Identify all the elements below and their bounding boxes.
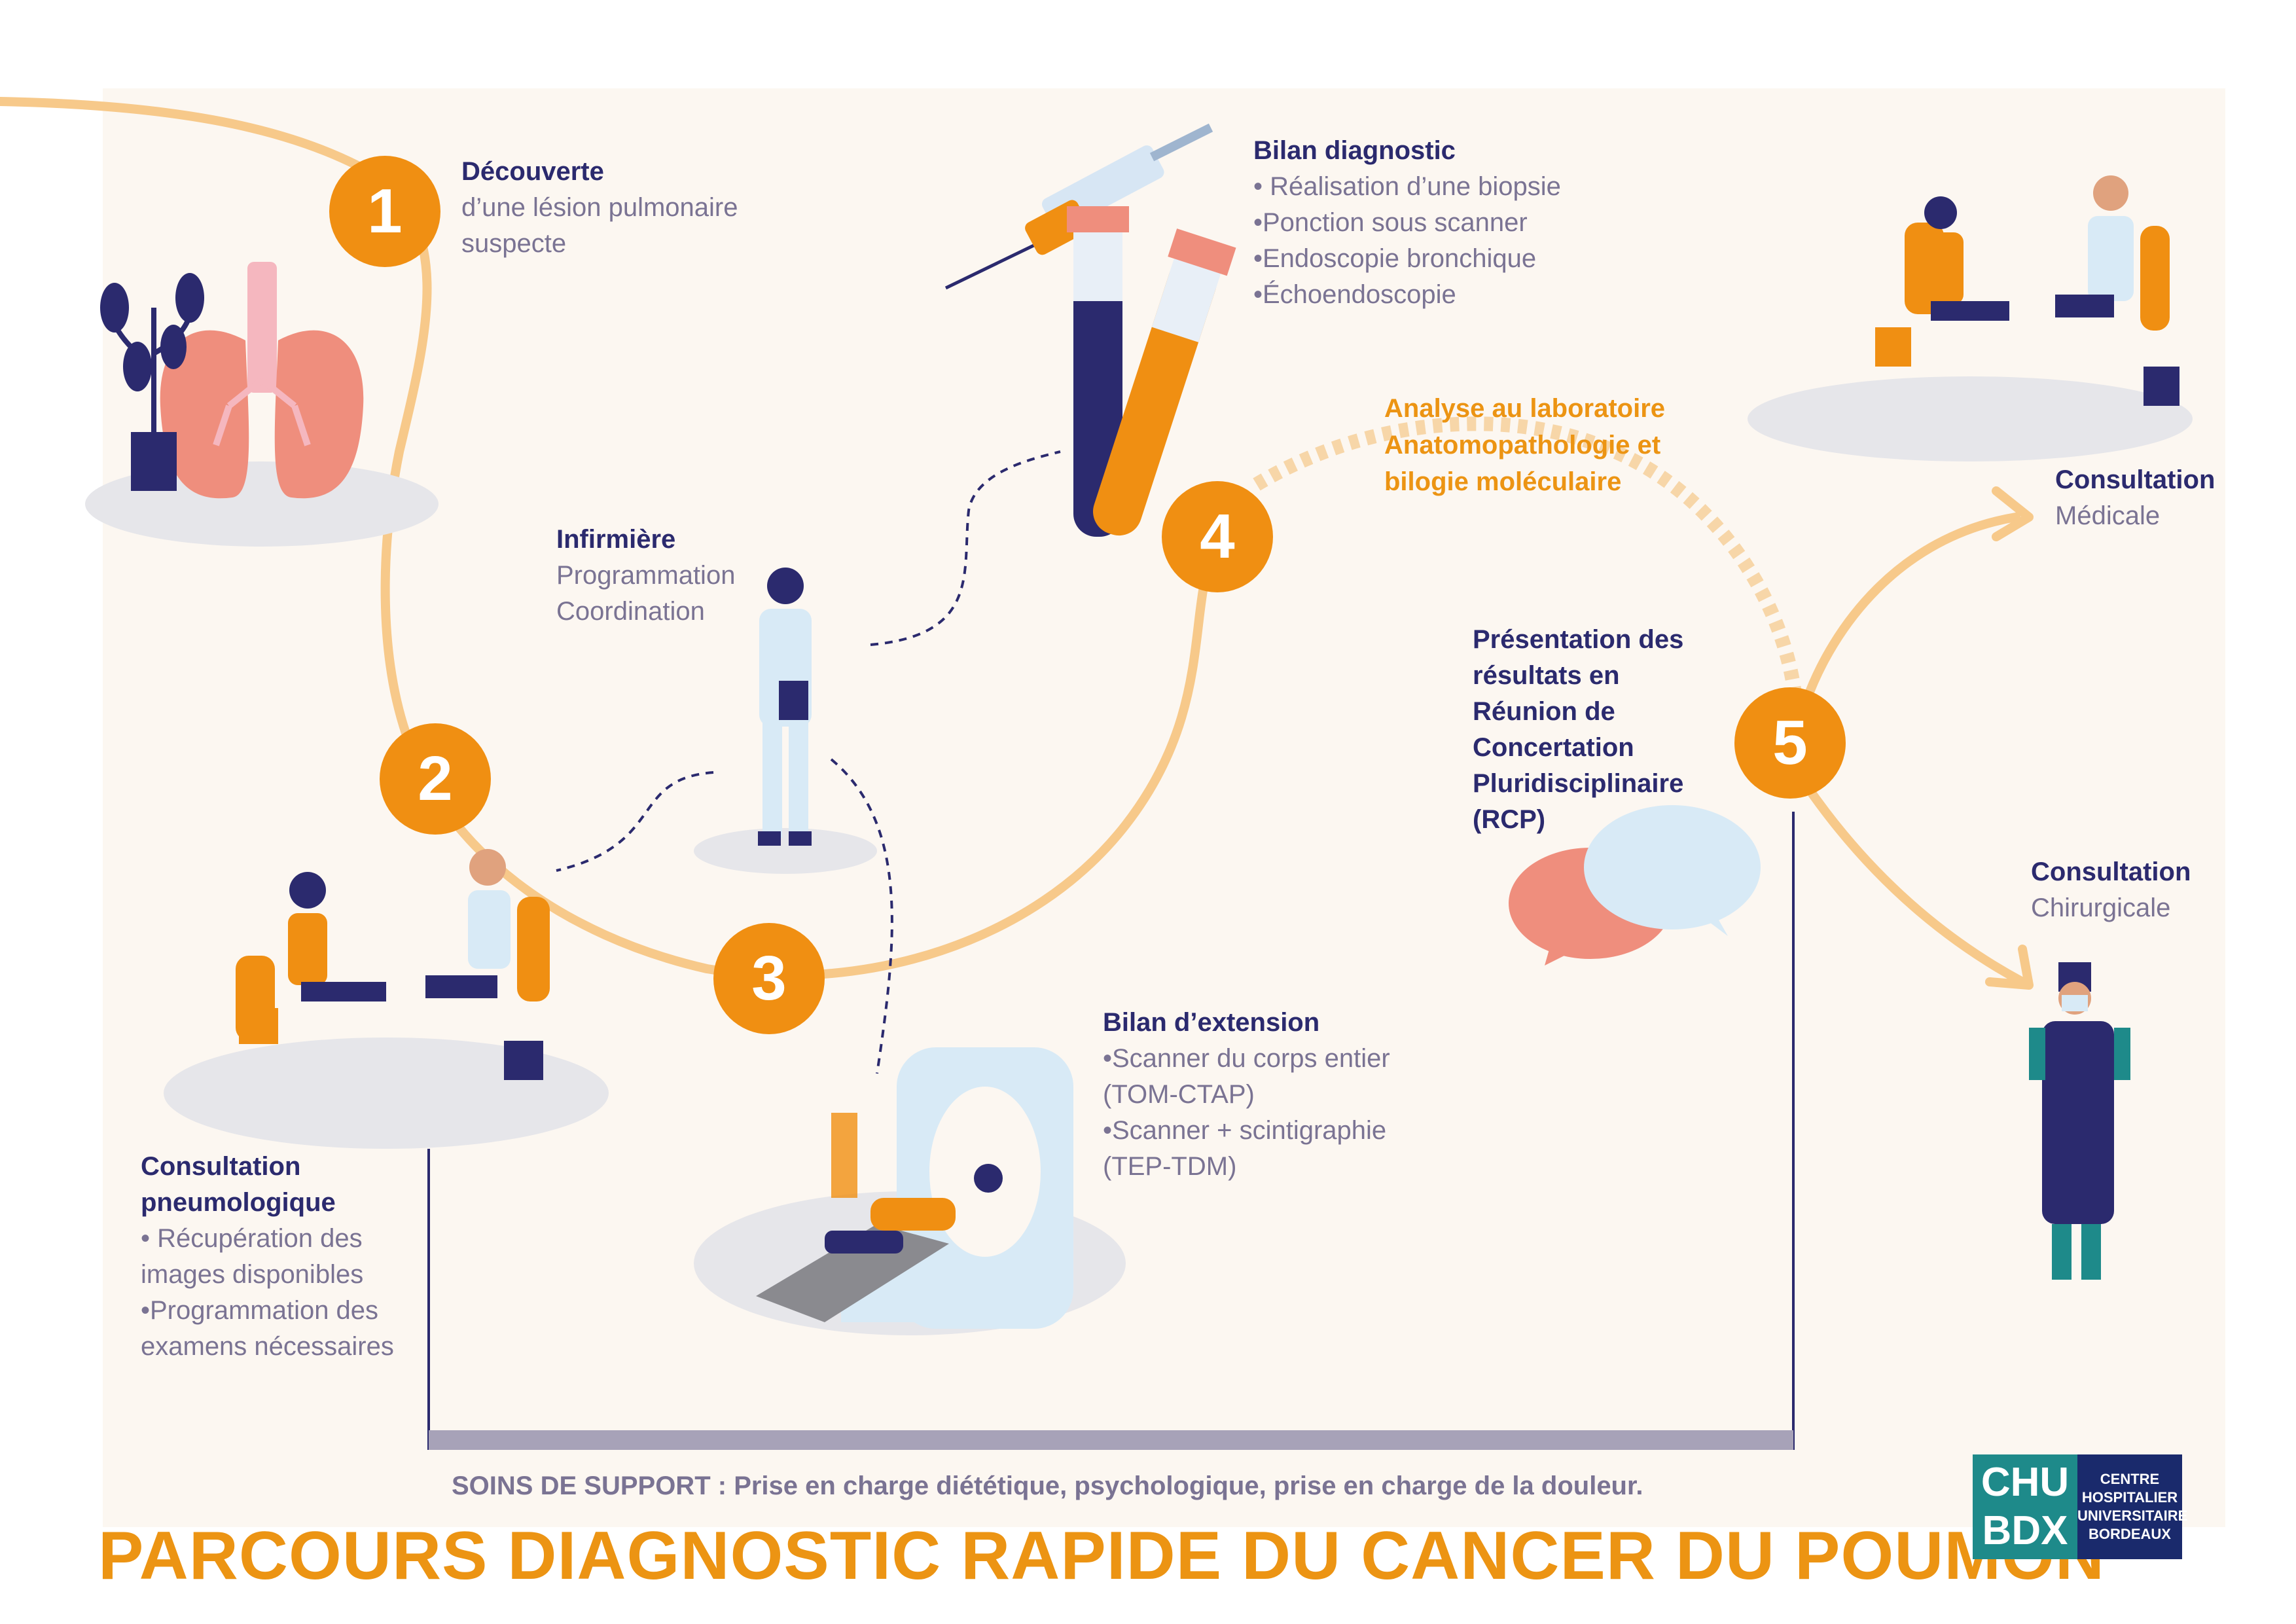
consultation-pneumo-line: •Programmation des [141,1296,379,1325]
chu-bordeaux-logo: CHU BDX CENTRE HOSPITALIER UNIVERSITAIRE… [1973,1454,2188,1559]
support-label: SOINS DE SUPPORT : [452,1471,727,1500]
bilan-extension-line: •Scanner du corps entier [1103,1044,1390,1073]
bilan-extension-line: (TOM-CTAP) [1103,1080,1255,1109]
bilan-diagnostic-line: •Ponction sous scanner [1253,208,1528,237]
nurse-line: Coordination [556,597,705,626]
consultation-medicale-sub: Médicale [2055,501,2161,530]
step-1-heading: Découverte [461,157,604,186]
consultation-chirurgicale-heading: Consultation [2031,857,2191,886]
lab-analysis-line: bilogie moléculaire [1384,467,1622,496]
logo-line: BDX [1982,1508,2068,1553]
support-text: SOINS DE SUPPORT : Prise en charge diété… [452,1471,1643,1501]
consultation-pneumo-heading: pneumologique [141,1188,336,1217]
consultation-pneumo-heading: Consultation [141,1152,301,1181]
nurse-icon [694,568,877,874]
logo-right-line: UNIVERSITAIRE [2077,1507,2188,1524]
page-title: PARCOURS DIAGNOSTIC RAPIDE DU CANCER DU … [98,1518,2105,1594]
nurse-heading: Infirmière [556,525,676,554]
lab-dotted-path [1253,416,1804,714]
rcp-line: (RCP) [1473,805,1546,834]
consultation-medicale-heading: Consultation [2055,465,2215,494]
consultation-medicale-text: Consultation Médicale [2055,462,2215,534]
consultation-pneumo-line: • Récupération des [141,1224,363,1253]
lab-analysis-line: Anatomopathologie et [1384,431,1661,460]
bilan-diagnostic-line: •Échoendoscopie [1253,280,1456,309]
step-1-line: suspecte [461,229,567,258]
step-3-number: 3 [713,923,825,1034]
consultation-chirurgicale-text: Consultation Chirurgicale [2031,854,2191,926]
logo-right-line: HOSPITALIER [2081,1489,2178,1506]
rcp-line: Présentation des [1473,625,1684,654]
bilan-extension-line: (TEP-TDM) [1103,1152,1237,1181]
step-2-number: 2 [380,723,491,835]
bilan-extension-line: •Scanner + scintigraphie [1103,1116,1387,1145]
rcp-text: Présentation des résultats en Réunion de… [1473,622,1683,838]
consultation-pneumo-text: Consultation pneumologique • Récupératio… [141,1149,394,1365]
bilan-extension-text: Bilan d’extension •Scanner du corps enti… [1103,1005,1390,1185]
rcp-line: résultats en [1473,661,1620,690]
speech-bubbles-icon [1509,805,1761,965]
nurse-text: Infirmière Programmation Coordination [556,522,735,630]
bilan-extension-heading: Bilan d’extension [1103,1008,1320,1037]
blood-tube-icon [1067,206,1236,537]
nurse-arrow-2 [556,771,714,872]
logo-line: CHU [1981,1460,2070,1505]
step-4-number: 4 [1162,481,1273,592]
plant-icon [100,273,204,491]
branch-medicale [1802,513,2020,705]
logo-right-line: BORDEAUX [2089,1526,2171,1542]
arrow-icon [1985,945,2034,990]
support-bar [429,1430,1793,1450]
step-1-line: d’une lésion pulmonaire [461,193,738,222]
arrow-icon [1992,486,2034,541]
nurse-arrow-1 [870,450,1061,646]
lab-analysis-text: Analyse au laboratoire Anatomopathologie… [1384,390,1665,500]
consultation-chirurgicale-sub: Chirurgicale [2031,893,2171,922]
rcp-line: Réunion de [1473,697,1615,726]
logo-left-block: CHU BDX [1973,1454,2077,1559]
lab-analysis-line: Analyse au laboratoire [1384,394,1666,423]
branch-chirurgicale [1802,781,2027,986]
step-5-number: 5 [1734,687,1846,799]
bilan-diagnostic-heading: Bilan diagnostic [1253,136,1456,165]
step-1-text: Découverte d’une lésion pulmonaire suspe… [461,154,738,262]
logo-right-line: CENTRE [2100,1471,2160,1487]
rcp-line: Concertation [1473,733,1634,762]
nurse-arrow-3 [830,758,893,1074]
ct-scanner-icon [694,1047,1126,1335]
bilan-diagnostic-text: Bilan diagnostic • Réalisation d’une bio… [1253,133,1561,313]
consultation-pneumo-line: examens nécessaires [141,1332,394,1361]
bilan-diagnostic-line: • Réalisation d’une biopsie [1253,172,1561,201]
logo-right-block: CENTRE HOSPITALIER UNIVERSITAIRE BORDEAU… [2077,1454,2188,1559]
bilan-diagnostic-line: •Endoscopie bronchique [1253,244,1537,273]
lungs-icon [85,262,439,547]
support-description: Prise en charge diététique, psychologiqu… [734,1471,1643,1500]
nurse-line: Programmation [556,561,736,590]
rcp-line: Pluridisciplinaire [1473,769,1684,798]
doctor-consultation-icon [164,849,609,1149]
step-1-number: 1 [329,156,440,267]
consultation-pneumo-line: images disponibles [141,1260,364,1289]
surgeon-icon [2029,962,2130,1280]
doctor-consultation-icon [1748,175,2193,461]
